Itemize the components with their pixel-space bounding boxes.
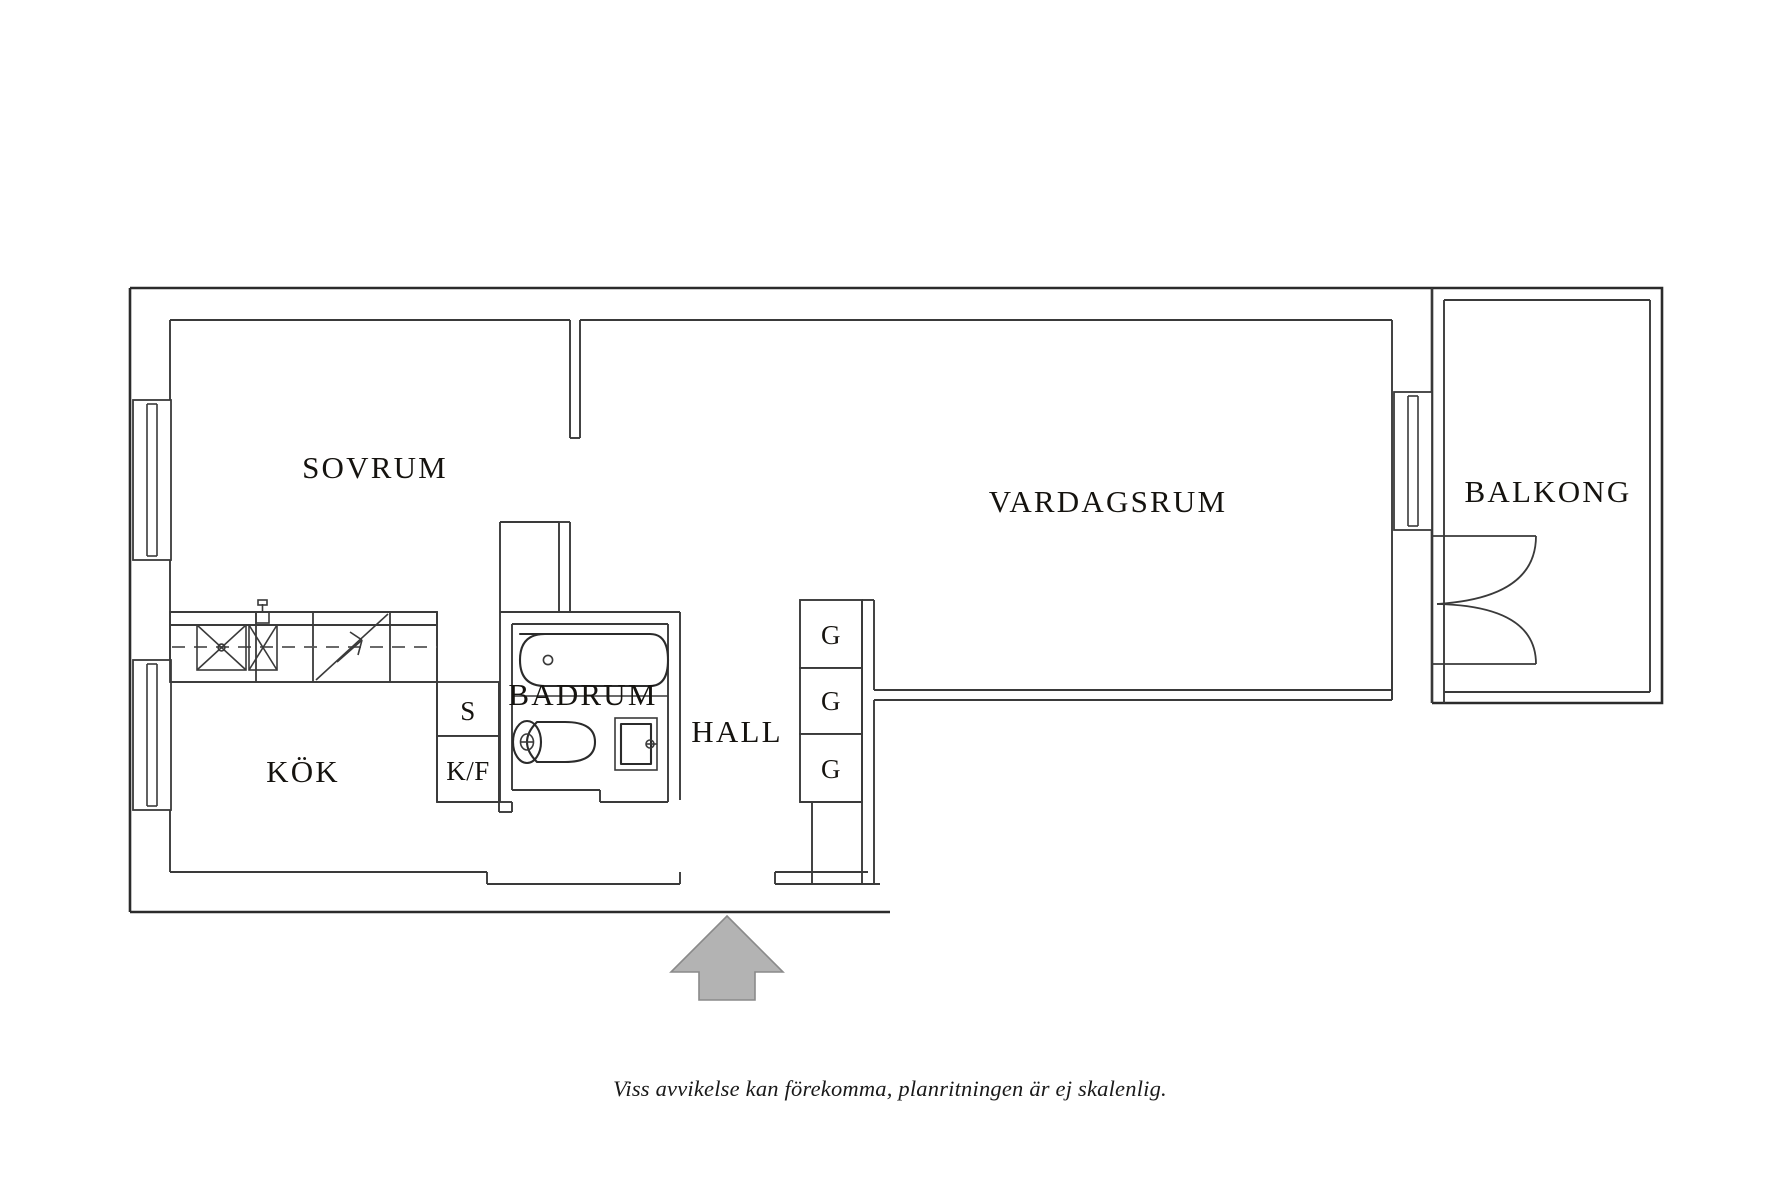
dishwasher-fixture <box>315 613 389 681</box>
closet-kf-label: K/F <box>446 756 490 786</box>
room-label-sovrum: SOVRUM <box>302 450 448 485</box>
balcony-doors <box>1432 535 1537 665</box>
closet-column-kitchen <box>436 681 500 803</box>
closet-s-label: S <box>460 696 476 726</box>
toilet-fixture <box>511 719 597 765</box>
room-label-kok: KÖK <box>266 754 340 789</box>
interior-partitions <box>170 521 571 626</box>
stove-fixture <box>196 624 247 671</box>
kitchen-counter <box>169 611 438 683</box>
outer-walls <box>128 286 1434 914</box>
room-label-badrum: BADRUM <box>508 677 657 712</box>
balcony-structure <box>1431 286 1664 705</box>
entry-arrow <box>669 914 785 1001</box>
inner-walls <box>169 319 1393 885</box>
wardrobe-label-3: G <box>821 754 841 784</box>
wardrobe-label-2: G <box>821 686 841 716</box>
wardrobe-label-1: G <box>821 620 841 650</box>
disclaimer-caption: Viss avvikelse kan förekomma, planritnin… <box>613 1076 1167 1101</box>
kitchen-sink-fixture <box>248 599 278 671</box>
living-room-walls <box>874 392 1393 701</box>
washbasin-fixture <box>614 717 658 771</box>
room-label-hall: HALL <box>691 714 782 749</box>
room-label-vardagsrum: VARDAGSRUM <box>989 484 1228 519</box>
bathroom-walls <box>498 611 681 813</box>
window-balcony <box>1393 391 1433 531</box>
room-label-balkong: BALKONG <box>1465 474 1632 509</box>
bathtub-fixture <box>514 632 670 697</box>
window-bedroom-left <box>132 399 172 561</box>
window-kitchen-left <box>132 659 172 811</box>
hall-wardrobes <box>799 599 875 884</box>
